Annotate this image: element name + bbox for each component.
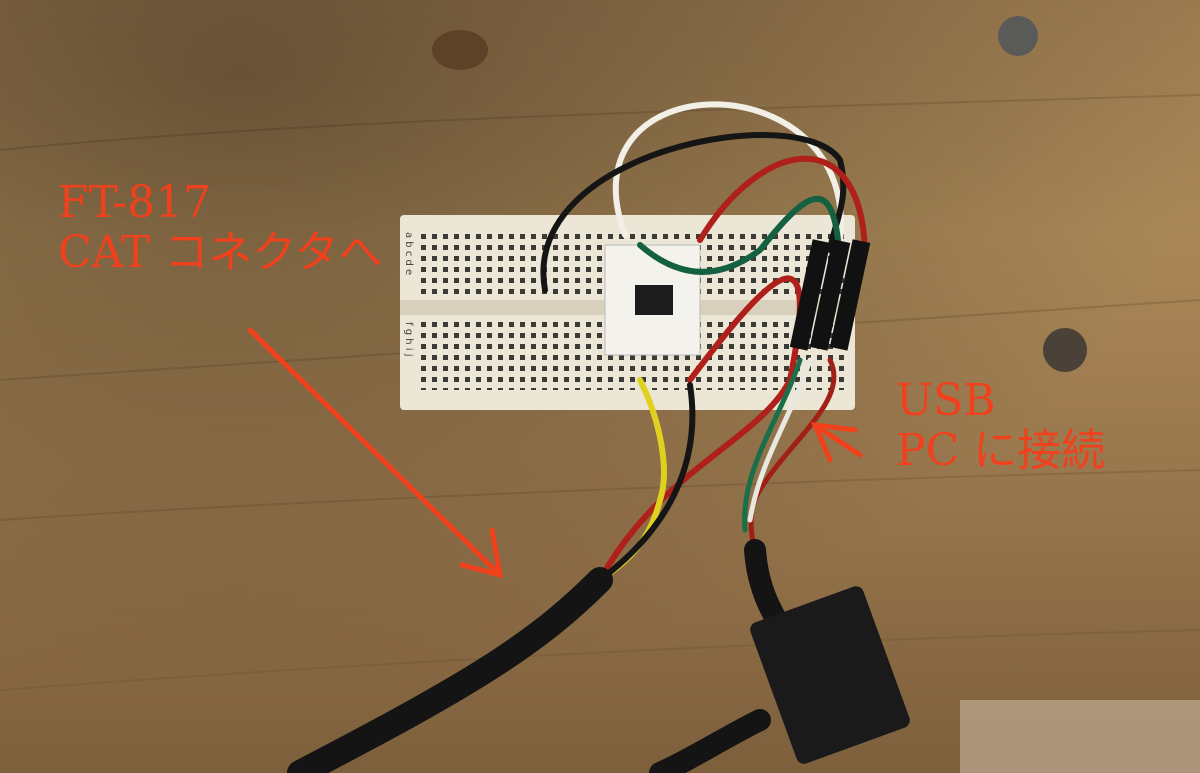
arrow-to-usb	[810, 421, 863, 463]
ic-adapter	[604, 244, 701, 356]
screw	[1043, 328, 1087, 372]
breadboard-row-letters-top: a b c d e	[403, 232, 414, 275]
screw	[998, 16, 1038, 56]
annotation-usb: USB	[896, 375, 996, 426]
annotation-cat: CAT コネクタへ	[58, 227, 383, 278]
annotation-model: FT-817	[58, 177, 212, 228]
wires	[540, 101, 868, 593]
annotation-pc: PC に接続	[896, 425, 1106, 476]
usb-header-pins	[789, 239, 871, 351]
usb-connector	[750, 586, 910, 764]
breadboard-row-letters-bottom: f g h i j	[403, 322, 414, 356]
wood-knot	[432, 30, 488, 70]
usb-annotation: USB PC に接続	[896, 376, 1105, 476]
arrow-to-cat-connector	[247, 327, 504, 579]
cat-connector-annotation: FT-817 CAT コネクタへ	[58, 178, 383, 278]
